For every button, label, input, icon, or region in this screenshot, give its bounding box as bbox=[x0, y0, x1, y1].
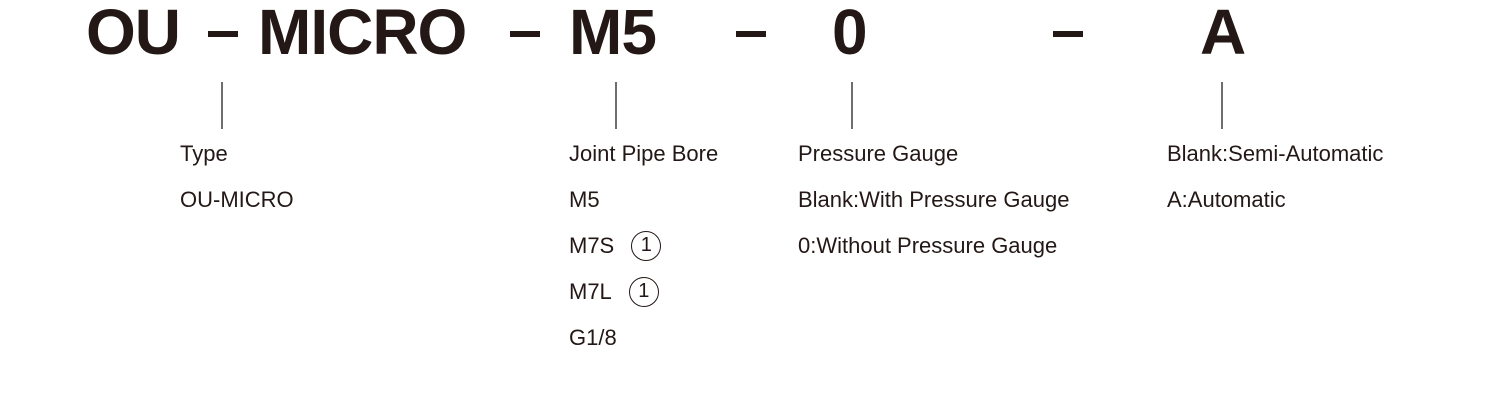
bore-column: Joint Pipe Bore M5 M7S 1 M7L 1 G1/8 bbox=[569, 141, 718, 371]
bore-option: G1/8 bbox=[569, 325, 718, 371]
mode-option: A:Automatic bbox=[1167, 187, 1286, 212]
bore-option: M7L 1 bbox=[569, 277, 718, 325]
bore-option-label: M7L bbox=[569, 279, 612, 304]
gauge-option: Blank:With Pressure Gauge bbox=[798, 187, 1070, 212]
bore-option: M7S 1 bbox=[569, 231, 718, 279]
code-separator bbox=[1053, 31, 1083, 37]
bore-option-label: G1/8 bbox=[569, 325, 617, 350]
connector-line-bore bbox=[615, 82, 617, 129]
code-separator bbox=[208, 31, 238, 37]
bore-option: M5 bbox=[569, 187, 718, 233]
connector-line-type bbox=[221, 82, 223, 129]
gauge-option: 0:Without Pressure Gauge bbox=[798, 233, 1058, 258]
code-bore: M5 bbox=[569, 0, 657, 68]
connector-line-mode bbox=[1221, 82, 1223, 129]
code-separator bbox=[736, 31, 766, 37]
bore-option-label: M5 bbox=[569, 187, 600, 212]
mode-column: Blank:Semi-Automatic A:Automatic bbox=[1167, 141, 1383, 233]
connector-line-gauge bbox=[851, 82, 853, 129]
gauge-column: Pressure Gauge Blank:With Pressure Gauge… bbox=[798, 141, 1069, 279]
note-marker-icon: 1 bbox=[631, 231, 662, 261]
code-model: MICRO bbox=[258, 0, 467, 68]
gauge-title: Pressure Gauge bbox=[798, 141, 959, 166]
note-marker-icon: 1 bbox=[628, 277, 659, 307]
bore-title: Joint Pipe Bore bbox=[569, 141, 719, 166]
code-gauge: 0 bbox=[832, 0, 868, 68]
type-option: OU-MICRO bbox=[180, 187, 294, 212]
bore-option-label: M7S bbox=[569, 233, 615, 258]
mode-option: Blank:Semi-Automatic bbox=[1167, 141, 1384, 166]
code-mode: A bbox=[1200, 0, 1246, 68]
code-type: OU bbox=[86, 0, 181, 68]
type-column: Type OU-MICRO bbox=[180, 141, 294, 233]
code-separator bbox=[510, 31, 540, 37]
type-title: Type bbox=[180, 141, 228, 166]
